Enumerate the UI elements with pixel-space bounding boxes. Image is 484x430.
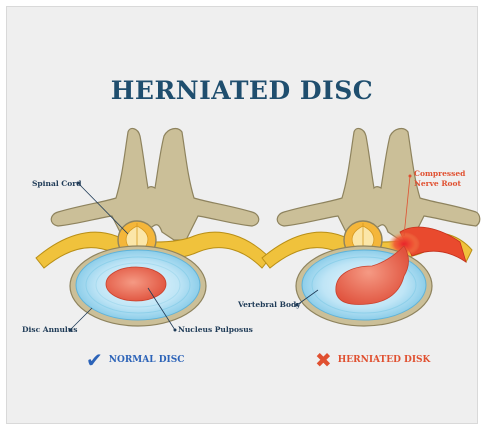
compressed-label-line1: Compressed [414, 169, 466, 178]
normal-disc-status: ✔ NORMAL DISC [86, 350, 184, 370]
herniated-disk-label: HERNIATED DISK [338, 355, 431, 365]
herniated-disk-status: ✖ HERNIATED DISK [315, 350, 430, 370]
herniated-vertebra [262, 129, 480, 326]
nucleus-pulposus-label: Nucleus Pulposus [178, 325, 253, 334]
checkmark-icon: ✔ [86, 350, 103, 370]
label-disc-annulus: Disc Annulus [22, 308, 92, 334]
x-mark-icon: ✖ [315, 350, 332, 370]
vertebral-body-label: Vertebral Body [237, 300, 301, 309]
compressed-label-line2: Nerve Root [414, 179, 462, 188]
vertebral-bone [51, 129, 259, 240]
normal-disc-label: NORMAL DISC [109, 355, 185, 365]
spinal-cord-label: Spinal Cord [32, 179, 82, 188]
nucleus-pulposus [106, 267, 166, 301]
